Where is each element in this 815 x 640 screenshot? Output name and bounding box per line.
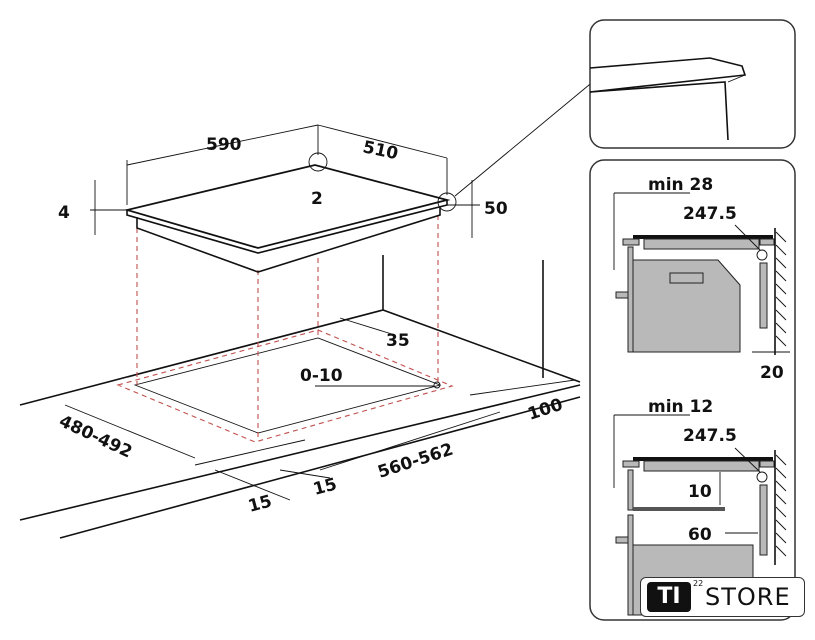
- oven-dimension-label: 247.5: [683, 204, 737, 224]
- store-logo: TI 22 STORE: [640, 577, 805, 617]
- side-gap-right-label: 15: [311, 474, 339, 499]
- wall-hatching-bottom: [775, 454, 787, 557]
- corner-radius-label: 2: [311, 189, 323, 209]
- cutout: [116, 215, 454, 443]
- side-gap-left-label: 15: [246, 491, 274, 516]
- radius-cutout-label: 0-10: [300, 366, 343, 386]
- depth-label: 510: [361, 137, 400, 164]
- logo-store-text: STORE: [705, 583, 791, 611]
- logo-superscript: 22: [693, 579, 704, 588]
- width-label: 590: [206, 135, 242, 155]
- corner-radius-marker: [433, 381, 441, 389]
- wall-hatching-top: [775, 231, 787, 347]
- oven-gap-label: 20: [760, 363, 784, 383]
- front-margin-label: 100: [525, 395, 565, 425]
- height-label: 50: [484, 199, 508, 219]
- rear-gap-label: 35: [386, 331, 410, 351]
- hob: [123, 79, 596, 273]
- dimension-labels: 590 510 2 4 50 35 0-10 480-492 560-562 1…: [56, 135, 566, 517]
- oven-detail: min 28 247.5 20: [613, 175, 790, 383]
- cutout-depth-label: 480-492: [56, 411, 135, 462]
- thickness-label: 4: [58, 203, 70, 223]
- edge-detail-panel: [589, 19, 796, 149]
- countertop: [19, 255, 581, 539]
- drawer-horizontal-label: 60: [688, 525, 712, 545]
- logo-brand: TI: [647, 582, 691, 612]
- dimension-lines: [64, 124, 576, 501]
- cutout-width-label: 560-562: [375, 440, 455, 483]
- oven-min-label: min 28: [648, 175, 713, 195]
- drawer-min-label: min 12: [648, 397, 713, 417]
- drawer-vertical-label: 10: [688, 482, 712, 502]
- drawer-dimension-label: 247.5: [683, 426, 737, 446]
